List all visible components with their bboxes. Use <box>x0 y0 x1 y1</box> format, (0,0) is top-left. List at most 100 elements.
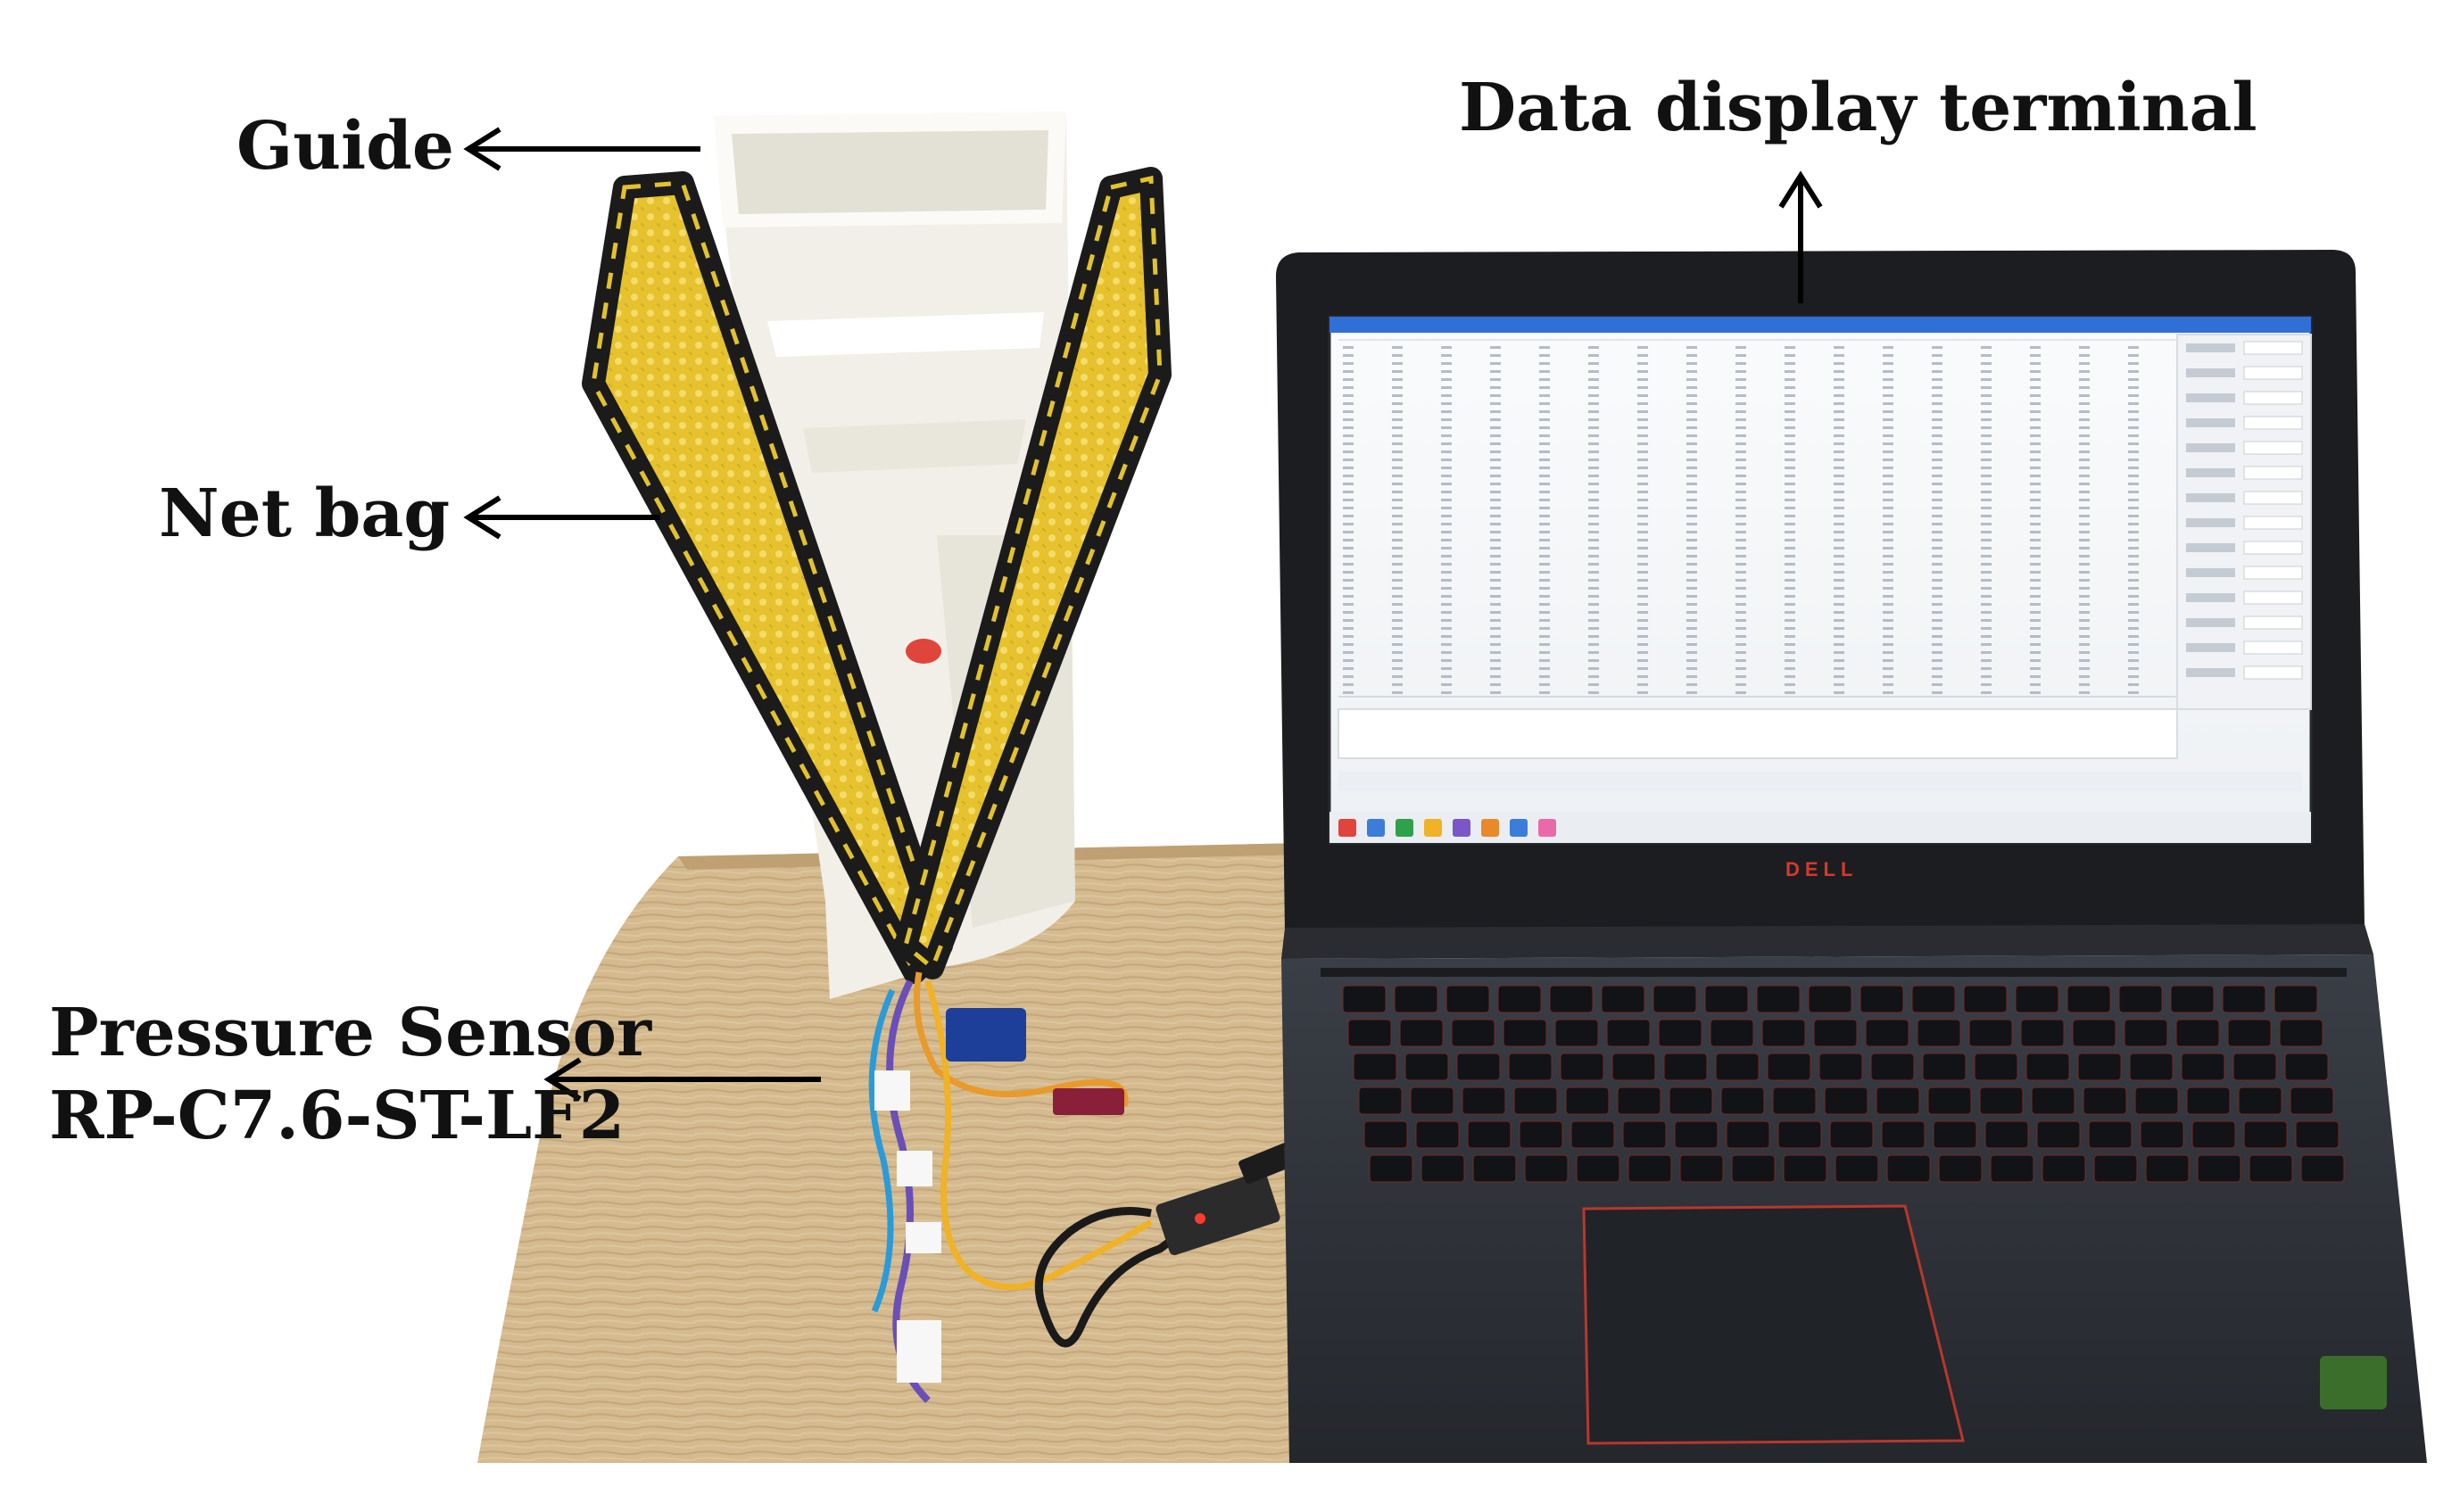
data-cell <box>1539 659 1550 662</box>
keyboard-key <box>1549 985 1594 1013</box>
data-cell <box>1441 683 1452 686</box>
data-cell <box>1932 667 1942 670</box>
data-cell <box>1834 346 1844 349</box>
data-cell <box>2030 651 2041 654</box>
data-cell <box>2128 547 2139 549</box>
keyboard-key <box>1720 1086 1765 1115</box>
keyboard-key <box>2088 1120 2133 1149</box>
data-cell <box>1883 410 1893 413</box>
keyboard-key <box>1933 1120 1977 1149</box>
data-cell <box>1834 627 1844 630</box>
data-cell <box>1883 579 1893 582</box>
data-cell <box>2030 410 2041 413</box>
data-cell <box>1441 362 1452 365</box>
keyboard-key <box>2181 1053 2225 1081</box>
keyboard-key <box>1399 1019 1444 1047</box>
data-cell <box>1686 579 1697 582</box>
keyboard-key <box>1404 1053 1449 1081</box>
data-cell <box>1637 587 1648 590</box>
data-cell <box>1981 579 1992 582</box>
keyboard-key <box>2191 1120 2236 1149</box>
data-cell <box>1932 362 1942 365</box>
keyboard-key <box>1601 985 1645 1013</box>
data-cell <box>1490 402 1501 405</box>
data-cell <box>1343 515 1354 517</box>
data-cell <box>1981 635 1992 638</box>
sticker <box>2320 1356 2387 1409</box>
data-cell <box>1441 402 1452 405</box>
data-cell <box>1588 643 1599 646</box>
data-cell <box>1392 523 1403 525</box>
data-cell <box>1785 675 1795 678</box>
data-cell <box>1981 571 1992 574</box>
panel-label <box>2186 468 2235 477</box>
data-cell <box>1588 595 1599 598</box>
data-cell <box>2128 611 2139 614</box>
data-cell <box>1981 378 1992 381</box>
data-cell <box>1637 659 1648 662</box>
data-cell <box>2079 491 2090 493</box>
data-cell <box>1883 523 1893 525</box>
data-cell <box>2079 611 2090 614</box>
data-cell <box>1735 394 1746 397</box>
data-cell <box>1441 667 1452 670</box>
data-cell <box>2030 619 2041 622</box>
data-cell <box>1834 603 1844 606</box>
arrow-net-bag-head <box>463 495 501 540</box>
net-bag <box>582 167 1172 984</box>
data-cell <box>1686 595 1697 598</box>
data-cell <box>1343 691 1354 694</box>
data-cell <box>2030 370 2041 373</box>
data-cell <box>1588 418 1599 421</box>
data-cell <box>1735 483 1746 485</box>
data-cell <box>1981 459 1992 461</box>
keyboard-key <box>1467 1120 1512 1149</box>
red-marker <box>906 639 941 664</box>
data-cell <box>2128 362 2139 365</box>
keyboard-key <box>1663 1053 1708 1081</box>
data-cell <box>1441 386 1452 389</box>
keyboard-key <box>1611 1053 1656 1081</box>
keyboard-key <box>1865 1019 1909 1047</box>
data-cell <box>2128 459 2139 461</box>
data-cell <box>1588 627 1599 630</box>
data-cell <box>1686 587 1697 590</box>
data-cell <box>1539 595 1550 598</box>
data-cell <box>2079 507 2090 509</box>
data-cell <box>1343 667 1354 670</box>
data-cell <box>1343 346 1354 349</box>
data-cell <box>2128 418 2139 421</box>
data-cell <box>1343 531 1354 533</box>
data-cell <box>1343 523 1354 525</box>
keyboard-key <box>1835 1154 1879 1183</box>
data-cell <box>1932 418 1942 421</box>
panel-label <box>2186 568 2235 577</box>
data-cell <box>2030 346 2041 349</box>
data-cell <box>1932 394 1942 397</box>
data-cell <box>1883 635 1893 638</box>
data-cell <box>1686 362 1697 365</box>
data-cell <box>1686 491 1697 493</box>
data-cell <box>1490 410 1501 413</box>
data-cell <box>1539 491 1550 493</box>
data-cell <box>1735 475 1746 477</box>
data-cell <box>1686 459 1697 461</box>
data-cell <box>1637 683 1648 686</box>
data-cell <box>1932 346 1942 349</box>
data-cell <box>1735 346 1746 349</box>
data-cell <box>1834 667 1844 670</box>
data-cell <box>1441 378 1452 381</box>
data-cell <box>2030 643 2041 646</box>
data-cell <box>1490 499 1501 501</box>
data-cell <box>2128 603 2139 606</box>
screen <box>1328 315 2313 845</box>
data-cell <box>1785 386 1795 389</box>
data-cell <box>1392 619 1403 622</box>
keyboard-key <box>2197 1154 2241 1183</box>
data-cell <box>2030 635 2041 638</box>
data-cell <box>1392 675 1403 678</box>
data-cell <box>1981 491 1992 493</box>
data-cell <box>1981 442 1992 445</box>
data-cell <box>1981 418 1992 421</box>
data-cell <box>1392 394 1403 397</box>
